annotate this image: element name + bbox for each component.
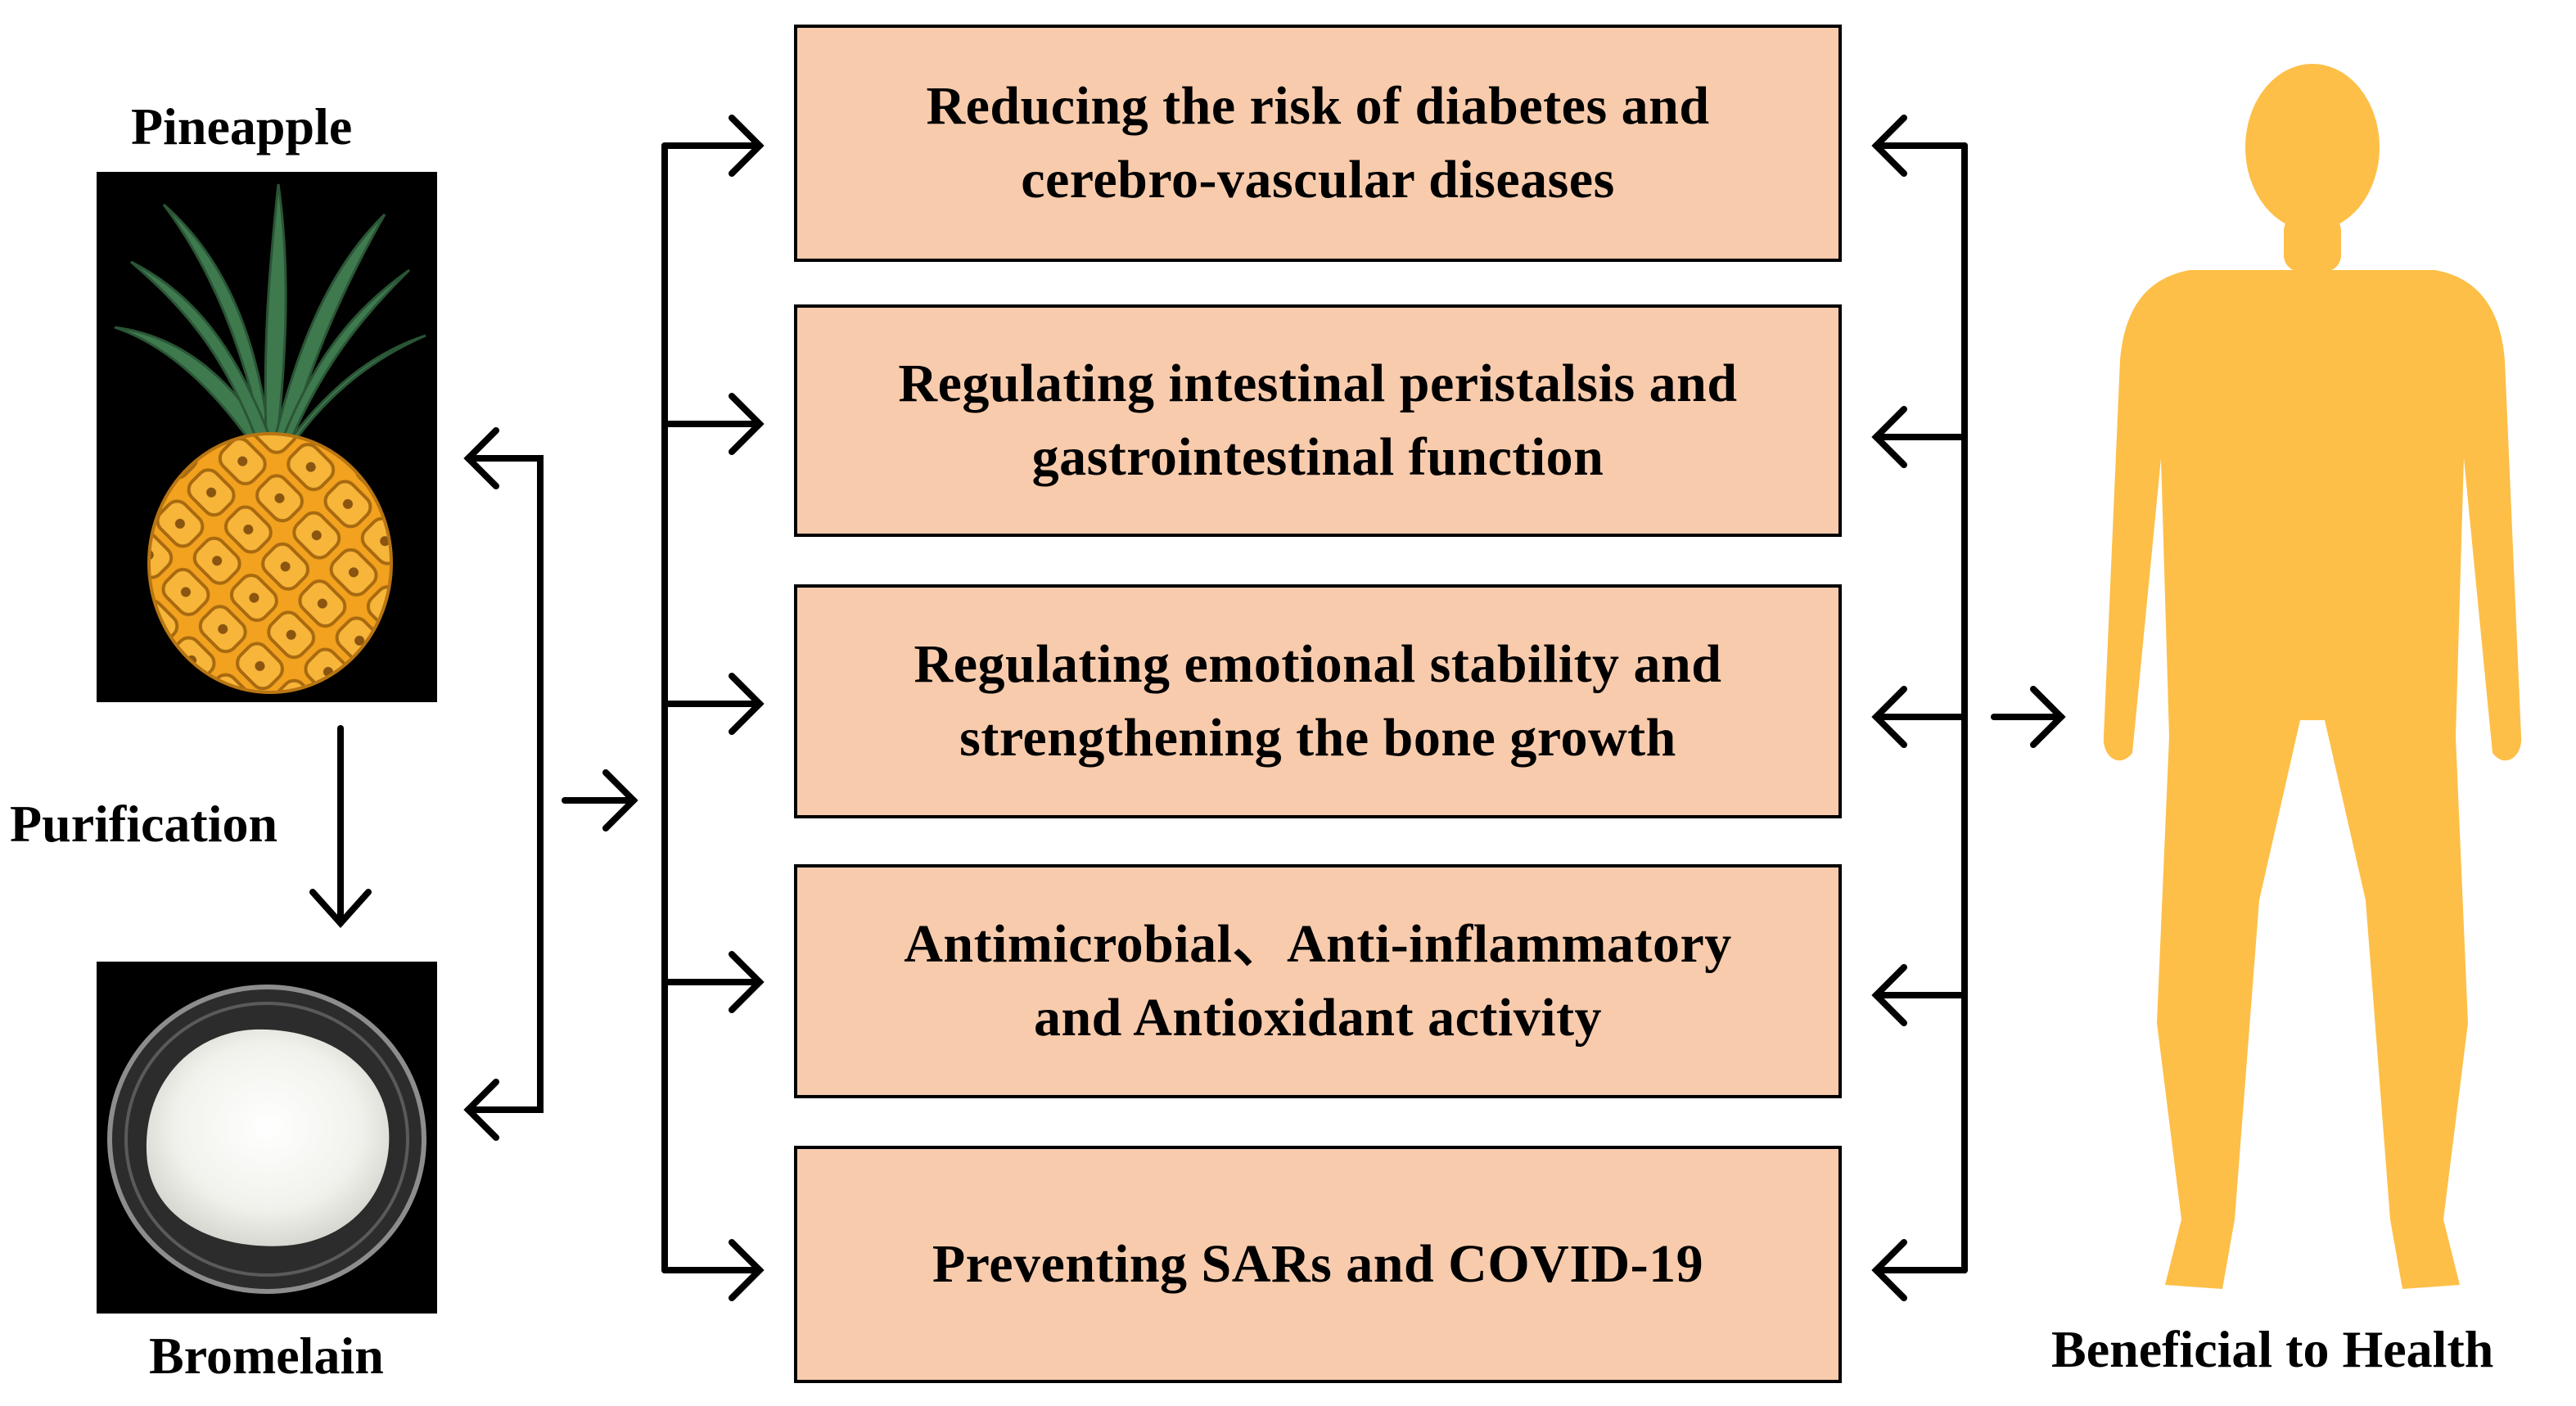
benefit-box-covid: Preventing SARs and COVID-19	[794, 1146, 1842, 1383]
pineapple-photo	[97, 172, 437, 702]
benefit-text: Regulating intestinal peristalsis and ga…	[898, 354, 1738, 487]
benefit-box-antimicrobial: Antimicrobial、Anti-inflammatory and Anti…	[794, 864, 1842, 1098]
connector-arrows	[309, 115, 2066, 1301]
benefit-text: Regulating emotional stability and stren…	[914, 634, 1722, 768]
benefit-box-diabetes: Reducing the risk of diabetes and cerebr…	[794, 25, 1842, 262]
benefit-text: Preventing SARs and COVID-19	[932, 1234, 1704, 1294]
beneficial-to-health-label: Beneficial to Health	[2051, 1320, 2494, 1378]
human-silhouette	[2103, 64, 2522, 1289]
bromelain-photo	[97, 962, 437, 1314]
bromelain-powder	[146, 1029, 390, 1246]
purification-label: Purification	[10, 795, 278, 853]
benefit-box-emotional: Regulating emotional stability and stren…	[794, 584, 1842, 818]
pineapple-label: Pineapple	[131, 97, 353, 155]
benefit-box-intestinal: Regulating intestinal peristalsis and ga…	[794, 304, 1842, 537]
bromelain-label: Bromelain	[149, 1327, 384, 1385]
pineapple-fruit	[147, 432, 393, 694]
benefit-text: Antimicrobial、Anti-inflammatory and Anti…	[904, 914, 1732, 1048]
benefit-text: Reducing the risk of diabetes and cerebr…	[926, 76, 1710, 210]
